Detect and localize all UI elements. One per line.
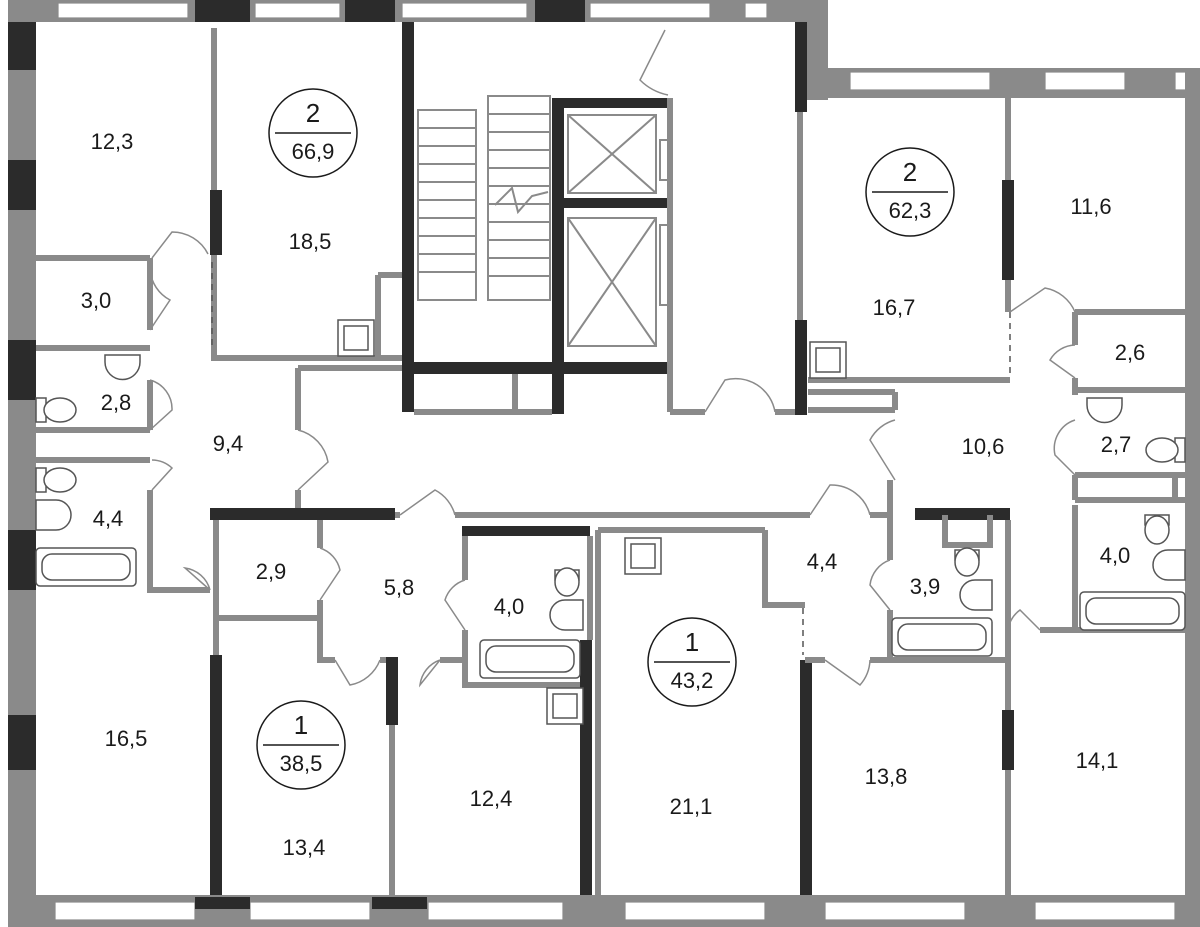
apartment-badge: 2 66,9 <box>268 88 358 178</box>
room-area-label: 4,0 <box>1100 543 1131 568</box>
room-area-label: 12,3 <box>91 129 134 154</box>
apartment-rooms: 2 <box>903 157 917 187</box>
room-area-label: 9,4 <box>213 431 244 456</box>
room-area-label: 18,5 <box>289 229 332 254</box>
room-area-label: 3,9 <box>910 574 941 599</box>
dashed-partitions <box>211 262 1011 655</box>
room-area-label: 2,9 <box>256 559 287 584</box>
room-area-label: 5,8 <box>384 575 415 600</box>
room-area-label: 21,1 <box>670 794 713 819</box>
room-labels: 12,3 18,5 3,0 2,8 9,4 4,4 16,7 11,6 2,6 … <box>81 129 1146 860</box>
apartment-area: 43,2 <box>671 668 714 693</box>
apartment-rooms: 2 <box>306 98 320 128</box>
room-area-label: 11,6 <box>1070 194 1111 219</box>
room-area-label: 4,0 <box>494 594 525 619</box>
room-area-label: 3,0 <box>81 288 112 313</box>
plumbing-fixtures <box>35 319 1186 725</box>
room-area-label: 2,6 <box>1115 340 1146 365</box>
apartment-area: 62,3 <box>889 198 932 223</box>
room-area-label: 10,6 <box>962 434 1005 459</box>
apartment-area: 66,9 <box>292 139 335 164</box>
room-area-label: 2,8 <box>101 390 132 415</box>
room-area-label: 13,8 <box>865 764 908 789</box>
apartment-rooms: 1 <box>294 710 308 740</box>
door-swings <box>149 29 1076 688</box>
room-area-label: 12,4 <box>470 786 513 811</box>
apartment-badge: 2 62,3 <box>865 147 955 237</box>
apartment-area: 38,5 <box>280 751 323 776</box>
apartment-rooms: 1 <box>685 627 699 657</box>
room-area-label: 13,4 <box>283 835 326 860</box>
exterior-walls <box>8 0 1200 927</box>
room-area-label: 4,4 <box>807 549 838 574</box>
apartment-badge: 1 43,2 <box>647 617 737 707</box>
room-area-label: 16,7 <box>873 295 916 320</box>
apartment-badge: 1 38,5 <box>256 700 346 790</box>
room-area-label: 16,5 <box>105 726 148 751</box>
room-area-label: 14,1 <box>1076 748 1119 773</box>
interior-walls <box>36 22 1185 895</box>
room-area-label: 2,7 <box>1101 432 1132 457</box>
room-area-label: 4,4 <box>93 506 124 531</box>
